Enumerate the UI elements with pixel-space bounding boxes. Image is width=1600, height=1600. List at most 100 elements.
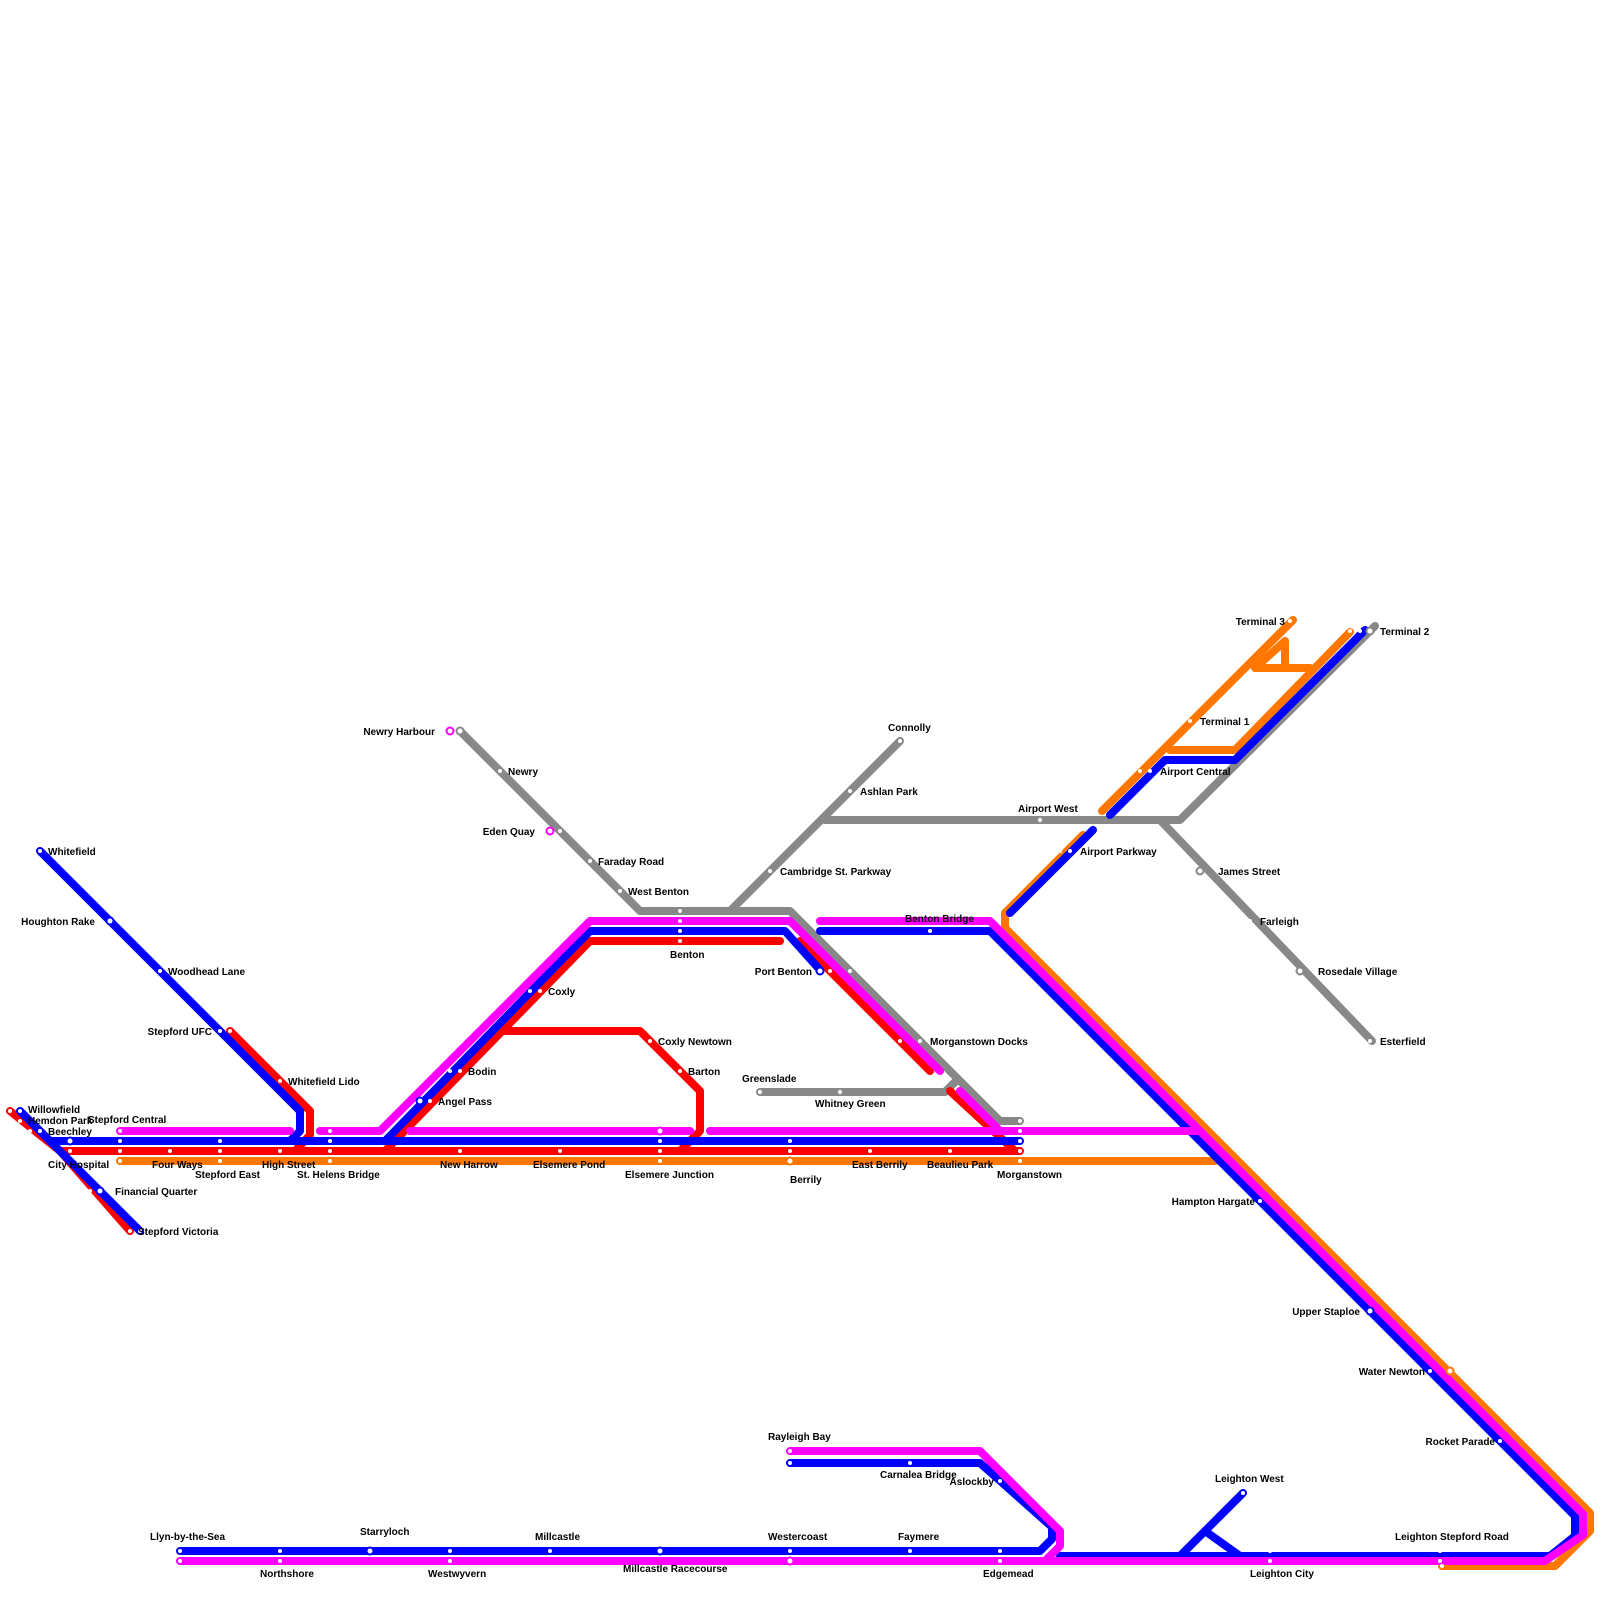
station-marker[interactable] xyxy=(1248,919,1252,923)
station-label-rosedale-village[interactable]: Rosedale Village xyxy=(1318,967,1398,978)
station-label-faymere[interactable]: Faymere xyxy=(898,1532,940,1543)
station-marker[interactable] xyxy=(1188,719,1192,723)
station-marker[interactable] xyxy=(1138,769,1142,773)
station-marker[interactable] xyxy=(788,1149,792,1153)
station-label-beechley[interactable]: Beechley xyxy=(48,1127,92,1138)
station-marker[interactable] xyxy=(278,1149,282,1153)
station-marker-interchange[interactable] xyxy=(1197,868,1204,875)
station-marker[interactable] xyxy=(618,889,622,893)
station-label-llyn-by-the-sea[interactable]: Llyn-by-the-Sea xyxy=(150,1532,225,1543)
station-label-farleigh[interactable]: Farleigh xyxy=(1260,917,1299,928)
station-marker[interactable] xyxy=(868,1149,872,1153)
station-marker[interactable] xyxy=(1358,629,1362,633)
station-label-benton[interactable]: Benton xyxy=(670,950,704,961)
station-marker[interactable] xyxy=(178,1549,182,1553)
station-marker[interactable] xyxy=(528,989,532,993)
station-marker[interactable] xyxy=(1268,1549,1272,1553)
station-marker[interactable] xyxy=(1438,1549,1442,1553)
station-marker[interactable] xyxy=(278,1079,282,1083)
station-label-berrily[interactable]: Berrily xyxy=(790,1175,822,1186)
station-marker-interchange[interactable] xyxy=(817,968,824,975)
station-marker[interactable] xyxy=(448,1559,452,1563)
station-label-elsemere-junction[interactable]: Elsemere Junction xyxy=(625,1170,714,1181)
station-marker[interactable] xyxy=(18,1109,22,1113)
station-marker[interactable] xyxy=(658,1139,662,1143)
station-marker[interactable] xyxy=(1258,1199,1262,1203)
station-marker[interactable] xyxy=(588,859,592,863)
station-marker[interactable] xyxy=(1018,1139,1022,1143)
station-label-hemdon-park[interactable]: Hemdon Park xyxy=(28,1116,93,1127)
station-marker[interactable] xyxy=(1018,1149,1022,1153)
station-label-airport-central[interactable]: Airport Central xyxy=(1160,767,1231,778)
station-label-ashlan-park[interactable]: Ashlan Park xyxy=(860,787,918,798)
station-label-terminal-3[interactable]: Terminal 3 xyxy=(1236,617,1286,628)
station-marker[interactable] xyxy=(1368,1039,1372,1043)
station-label-st-helens-bridge[interactable]: St. Helens Bridge xyxy=(297,1170,380,1181)
station-marker[interactable] xyxy=(328,1129,332,1133)
station-marker[interactable] xyxy=(928,929,932,933)
station-label-esterfield[interactable]: Esterfield xyxy=(1380,1037,1426,1048)
station-marker-interchange[interactable] xyxy=(457,728,464,735)
station-marker[interactable] xyxy=(118,1149,122,1153)
station-label-coxly-newtown[interactable]: Coxly Newtown xyxy=(658,1037,732,1048)
station-marker-interchange[interactable] xyxy=(447,728,454,735)
station-marker[interactable] xyxy=(458,1069,462,1073)
station-marker[interactable] xyxy=(1241,1491,1245,1495)
station-label-edgemead[interactable]: Edgemead xyxy=(983,1569,1034,1580)
station-marker[interactable] xyxy=(428,1099,432,1103)
station-marker[interactable] xyxy=(328,1159,332,1163)
station-label-rocket-parade[interactable]: Rocket Parade xyxy=(1426,1437,1496,1448)
station-marker[interactable] xyxy=(1498,1439,1502,1443)
station-marker[interactable] xyxy=(838,1090,842,1094)
station-marker[interactable] xyxy=(178,1559,182,1563)
station-label-willowfield[interactable]: Willowfield xyxy=(28,1105,80,1116)
station-label-stepford-victoria[interactable]: Stepford Victoria xyxy=(138,1227,219,1238)
station-marker[interactable] xyxy=(658,1149,662,1153)
station-marker-interchange[interactable] xyxy=(1367,628,1374,635)
station-label-morganstown[interactable]: Morganstown xyxy=(997,1170,1062,1181)
station-label-millcastle-racecourse[interactable]: Millcastle Racecourse xyxy=(623,1564,728,1575)
station-marker[interactable] xyxy=(678,919,682,923)
station-label-new-harrow[interactable]: New Harrow xyxy=(440,1160,498,1171)
station-label-city-hospital[interactable]: City Hospital xyxy=(48,1160,109,1171)
station-marker[interactable] xyxy=(448,1069,452,1073)
station-label-coxly[interactable]: Coxly xyxy=(548,987,576,998)
station-marker[interactable] xyxy=(38,1129,42,1133)
station-marker[interactable] xyxy=(1068,849,1072,853)
station-label-rayleigh-bay[interactable]: Rayleigh Bay xyxy=(768,1432,831,1443)
station-label-whitney-green[interactable]: Whitney Green xyxy=(815,1099,886,1110)
station-marker[interactable] xyxy=(1058,849,1062,853)
station-marker[interactable] xyxy=(278,1559,282,1563)
station-marker[interactable] xyxy=(28,1129,32,1133)
station-label-elsemere-pond[interactable]: Elsemere Pond xyxy=(533,1160,605,1171)
station-marker-interchange[interactable] xyxy=(787,1558,794,1565)
station-label-east-berrily[interactable]: East Berrily xyxy=(852,1160,908,1171)
station-label-westwyvern[interactable]: Westwyvern xyxy=(428,1569,486,1580)
station-label-barton[interactable]: Barton xyxy=(688,1067,720,1078)
station-label-terminal-1[interactable]: Terminal 1 xyxy=(1200,717,1250,728)
station-label-morganstown-docks[interactable]: Morganstown Docks xyxy=(930,1037,1028,1048)
station-marker[interactable] xyxy=(538,989,542,993)
station-marker-interchange[interactable] xyxy=(787,1158,794,1165)
station-label-airport-parkway[interactable]: Airport Parkway xyxy=(1080,847,1157,858)
station-label-carnalea-bridge[interactable]: Carnalea Bridge xyxy=(880,1470,957,1481)
station-label-water-newton[interactable]: Water Newton xyxy=(1359,1367,1425,1378)
station-label-westercoast[interactable]: Westercoast xyxy=(768,1532,828,1543)
station-label-newry[interactable]: Newry xyxy=(508,767,538,778)
station-label-greenslade[interactable]: Greenslade xyxy=(742,1074,797,1085)
station-marker[interactable] xyxy=(1268,1559,1272,1563)
station-marker[interactable] xyxy=(1428,1369,1432,1373)
station-marker[interactable] xyxy=(458,1149,462,1153)
station-marker[interactable] xyxy=(678,1069,682,1073)
station-marker[interactable] xyxy=(998,1479,1002,1483)
station-marker-interchange[interactable] xyxy=(97,1188,104,1195)
station-label-leighton-stepford-road[interactable]: Leighton Stepford Road xyxy=(1395,1532,1509,1543)
station-marker[interactable] xyxy=(128,1229,132,1233)
station-marker[interactable] xyxy=(38,849,42,853)
station-label-stepford-central[interactable]: Stepford Central xyxy=(88,1115,167,1126)
station-marker[interactable] xyxy=(898,739,902,743)
station-label-leighton-west[interactable]: Leighton West xyxy=(1215,1474,1284,1485)
station-marker[interactable] xyxy=(558,829,562,833)
station-marker[interactable] xyxy=(848,969,852,973)
station-label-houghton-rake[interactable]: Houghton Rake xyxy=(21,917,95,928)
